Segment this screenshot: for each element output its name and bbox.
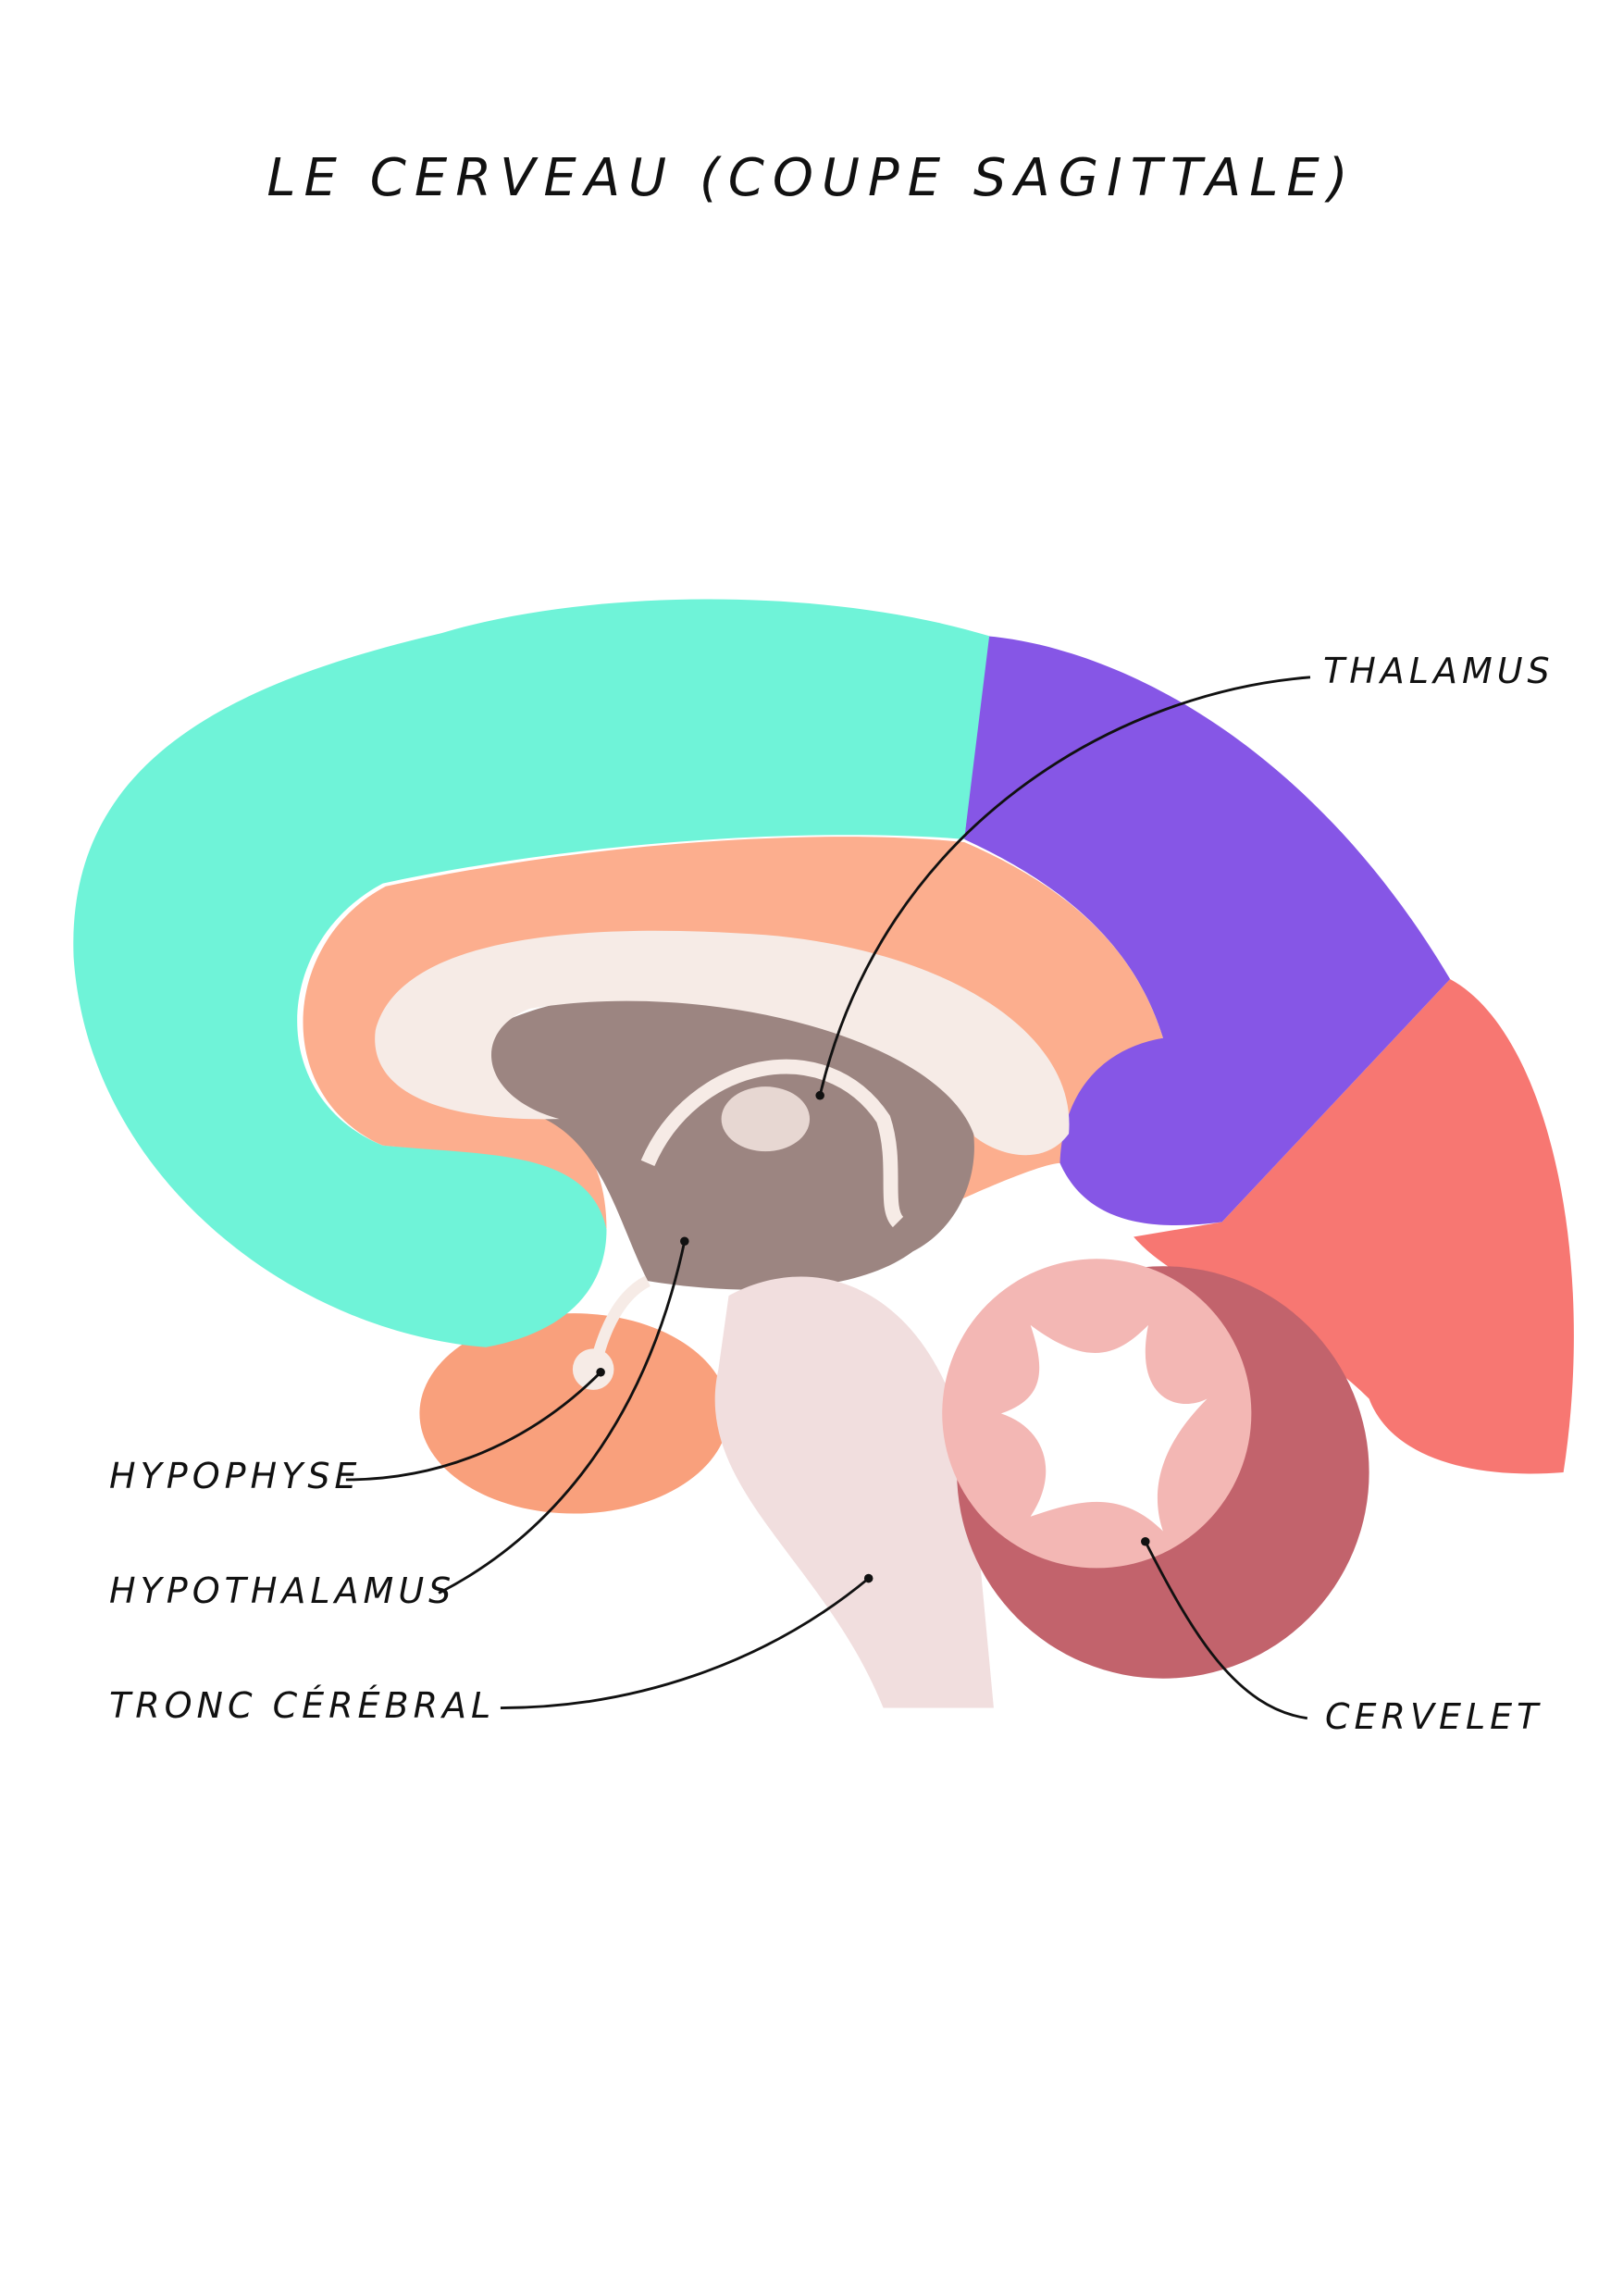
dot-cervelet xyxy=(1141,1537,1150,1546)
leader-hypothalamus xyxy=(438,1240,687,1595)
dot-tronc-cerebral xyxy=(863,1573,873,1583)
dot-thalamus xyxy=(815,1090,824,1100)
leader-thalamus xyxy=(818,676,1311,1097)
parietal-lobe xyxy=(964,636,1451,1226)
label-hypothalamus: HYPOTHALAMUS xyxy=(109,1570,456,1611)
leader-tronc-cerebral xyxy=(500,1577,870,1709)
diencephalon xyxy=(474,989,974,1290)
label-hypophyse: HYPOPHYSE xyxy=(109,1456,362,1496)
label-tronc-cerebral: TRONC CÉRÉBRAL xyxy=(109,1685,496,1726)
leader-hypophyse xyxy=(345,1371,602,1482)
dot-hypophyse xyxy=(596,1368,605,1377)
frontal-lobe xyxy=(73,599,990,1347)
temporal-lobe xyxy=(419,1313,729,1514)
thalamus-shape xyxy=(721,1086,811,1152)
dot-hypothalamus xyxy=(680,1236,689,1246)
label-thalamus: THALAMUS xyxy=(1323,651,1555,691)
arbor-vitae xyxy=(1000,1324,1208,1532)
brainstem xyxy=(714,1276,994,1708)
leader-cervelet xyxy=(1144,1541,1308,1720)
occipital-lobe xyxy=(1134,979,1574,1474)
corpus-callosum xyxy=(375,930,1070,1156)
label-cervelet: CERVELET xyxy=(1325,1696,1543,1737)
fornix xyxy=(640,1059,904,1228)
page-title: LE CERVEAU (COUPE SAGITTALE) xyxy=(266,148,1357,208)
pituitary xyxy=(572,1348,614,1390)
